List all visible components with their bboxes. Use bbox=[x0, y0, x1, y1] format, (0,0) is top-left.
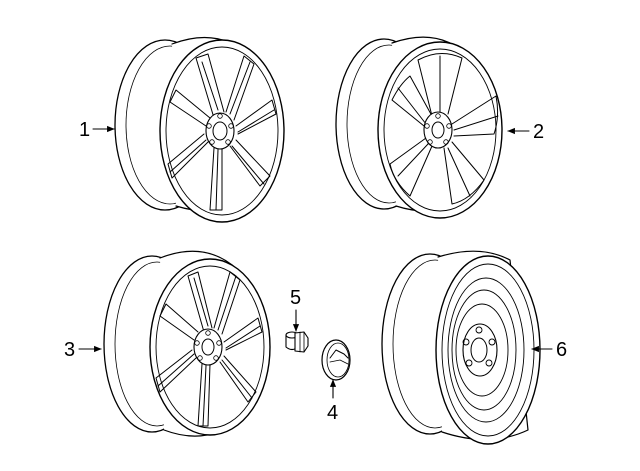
callout-arrows bbox=[78, 125, 553, 399]
wheel-6-spare[interactable] bbox=[381, 250, 541, 445]
callout-1: 1 bbox=[79, 119, 90, 141]
callout-6: 6 bbox=[556, 339, 567, 361]
center-cap-part-4[interactable] bbox=[321, 339, 351, 381]
callout-3: 3 bbox=[64, 339, 75, 361]
wheel-2-alloy[interactable] bbox=[335, 36, 503, 219]
callout-5: 5 bbox=[290, 287, 301, 309]
callout-4: 4 bbox=[327, 402, 338, 424]
wheel-1-alloy[interactable] bbox=[114, 37, 285, 223]
callout-2: 2 bbox=[533, 121, 544, 143]
lug-nut-part-5[interactable] bbox=[285, 331, 309, 353]
wheel-3-alloy[interactable] bbox=[103, 250, 271, 437]
